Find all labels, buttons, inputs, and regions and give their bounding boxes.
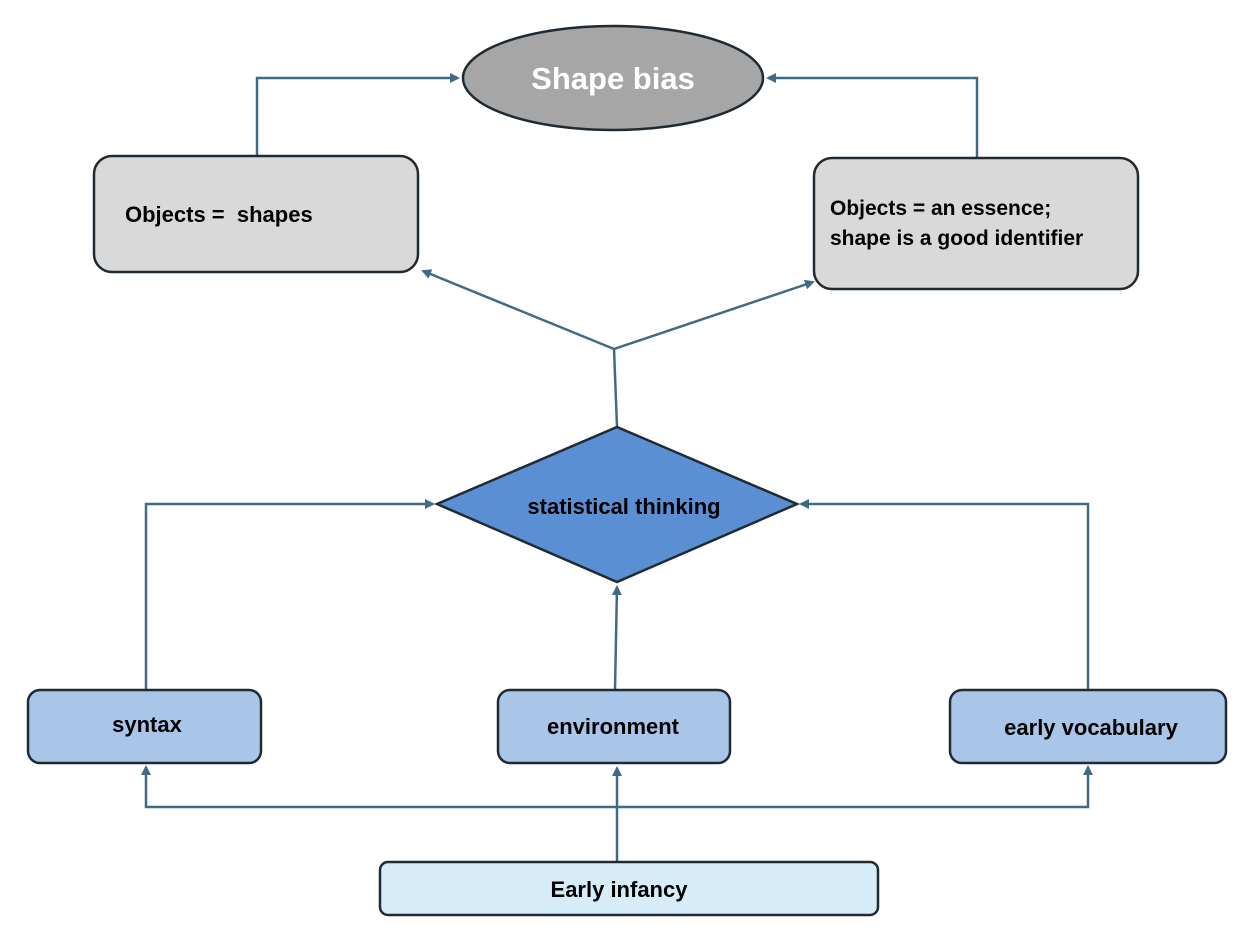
shape-bias-label: Shape bias <box>531 61 695 96</box>
arrow-syntax-to-statistical-thinking <box>144 499 435 690</box>
early-vocabulary-node: early vocabulary <box>948 688 1228 765</box>
statistical-thinking-label: statistical thinking <box>527 494 720 519</box>
objects-essence-box <box>812 156 1140 291</box>
environment-label: environment <box>547 714 680 739</box>
objects-shapes-box <box>92 154 420 274</box>
arrow-infancy-to-syntax <box>141 765 617 809</box>
connector-statistical-thinking-up <box>612 348 619 428</box>
arrow-objects-shapes-to-shape-bias <box>255 73 460 156</box>
objects-essence-label-line2: shape is a good identifier <box>830 227 1083 250</box>
early-infancy-node: Early infancy <box>378 860 880 917</box>
arrow-branch-to-objects-essence <box>613 279 815 351</box>
objects-essence-node: Objects = an essence; shape is a good id… <box>812 156 1140 291</box>
syntax-box <box>26 688 263 765</box>
connectors <box>141 73 1093 862</box>
early-vocabulary-box <box>948 688 1228 765</box>
early-vocabulary-label: early vocabulary <box>1004 715 1178 740</box>
early-infancy-box <box>378 860 880 917</box>
arrow-objects-essence-to-shape-bias <box>766 73 979 158</box>
objects-essence-label-line1: Objects = an essence; <box>830 197 1051 220</box>
shape-bias-node: Shape bias <box>461 24 765 132</box>
environment-box <box>496 688 732 765</box>
early-infancy-label: Early infancy <box>551 877 689 902</box>
arrow-early-vocabulary-to-statistical-thinking <box>799 499 1090 690</box>
statistical-thinking-node: statistical thinking <box>433 425 801 584</box>
arrow-environment-to-statistical-thinking <box>611 585 622 691</box>
syntax-label: syntax <box>112 712 182 737</box>
statistical-thinking-diamond <box>433 425 801 584</box>
shape-bias-ellipse <box>461 24 765 132</box>
environment-node: environment <box>496 688 732 765</box>
objects-shapes-node: Objects = shapes <box>92 154 420 274</box>
syntax-node: syntax <box>26 688 263 765</box>
arrow-branch-to-objects-shapes <box>421 269 615 351</box>
arrow-infancy-to-early-vocabulary <box>617 765 1093 809</box>
objects-shapes-label: Objects = shapes <box>125 202 313 227</box>
